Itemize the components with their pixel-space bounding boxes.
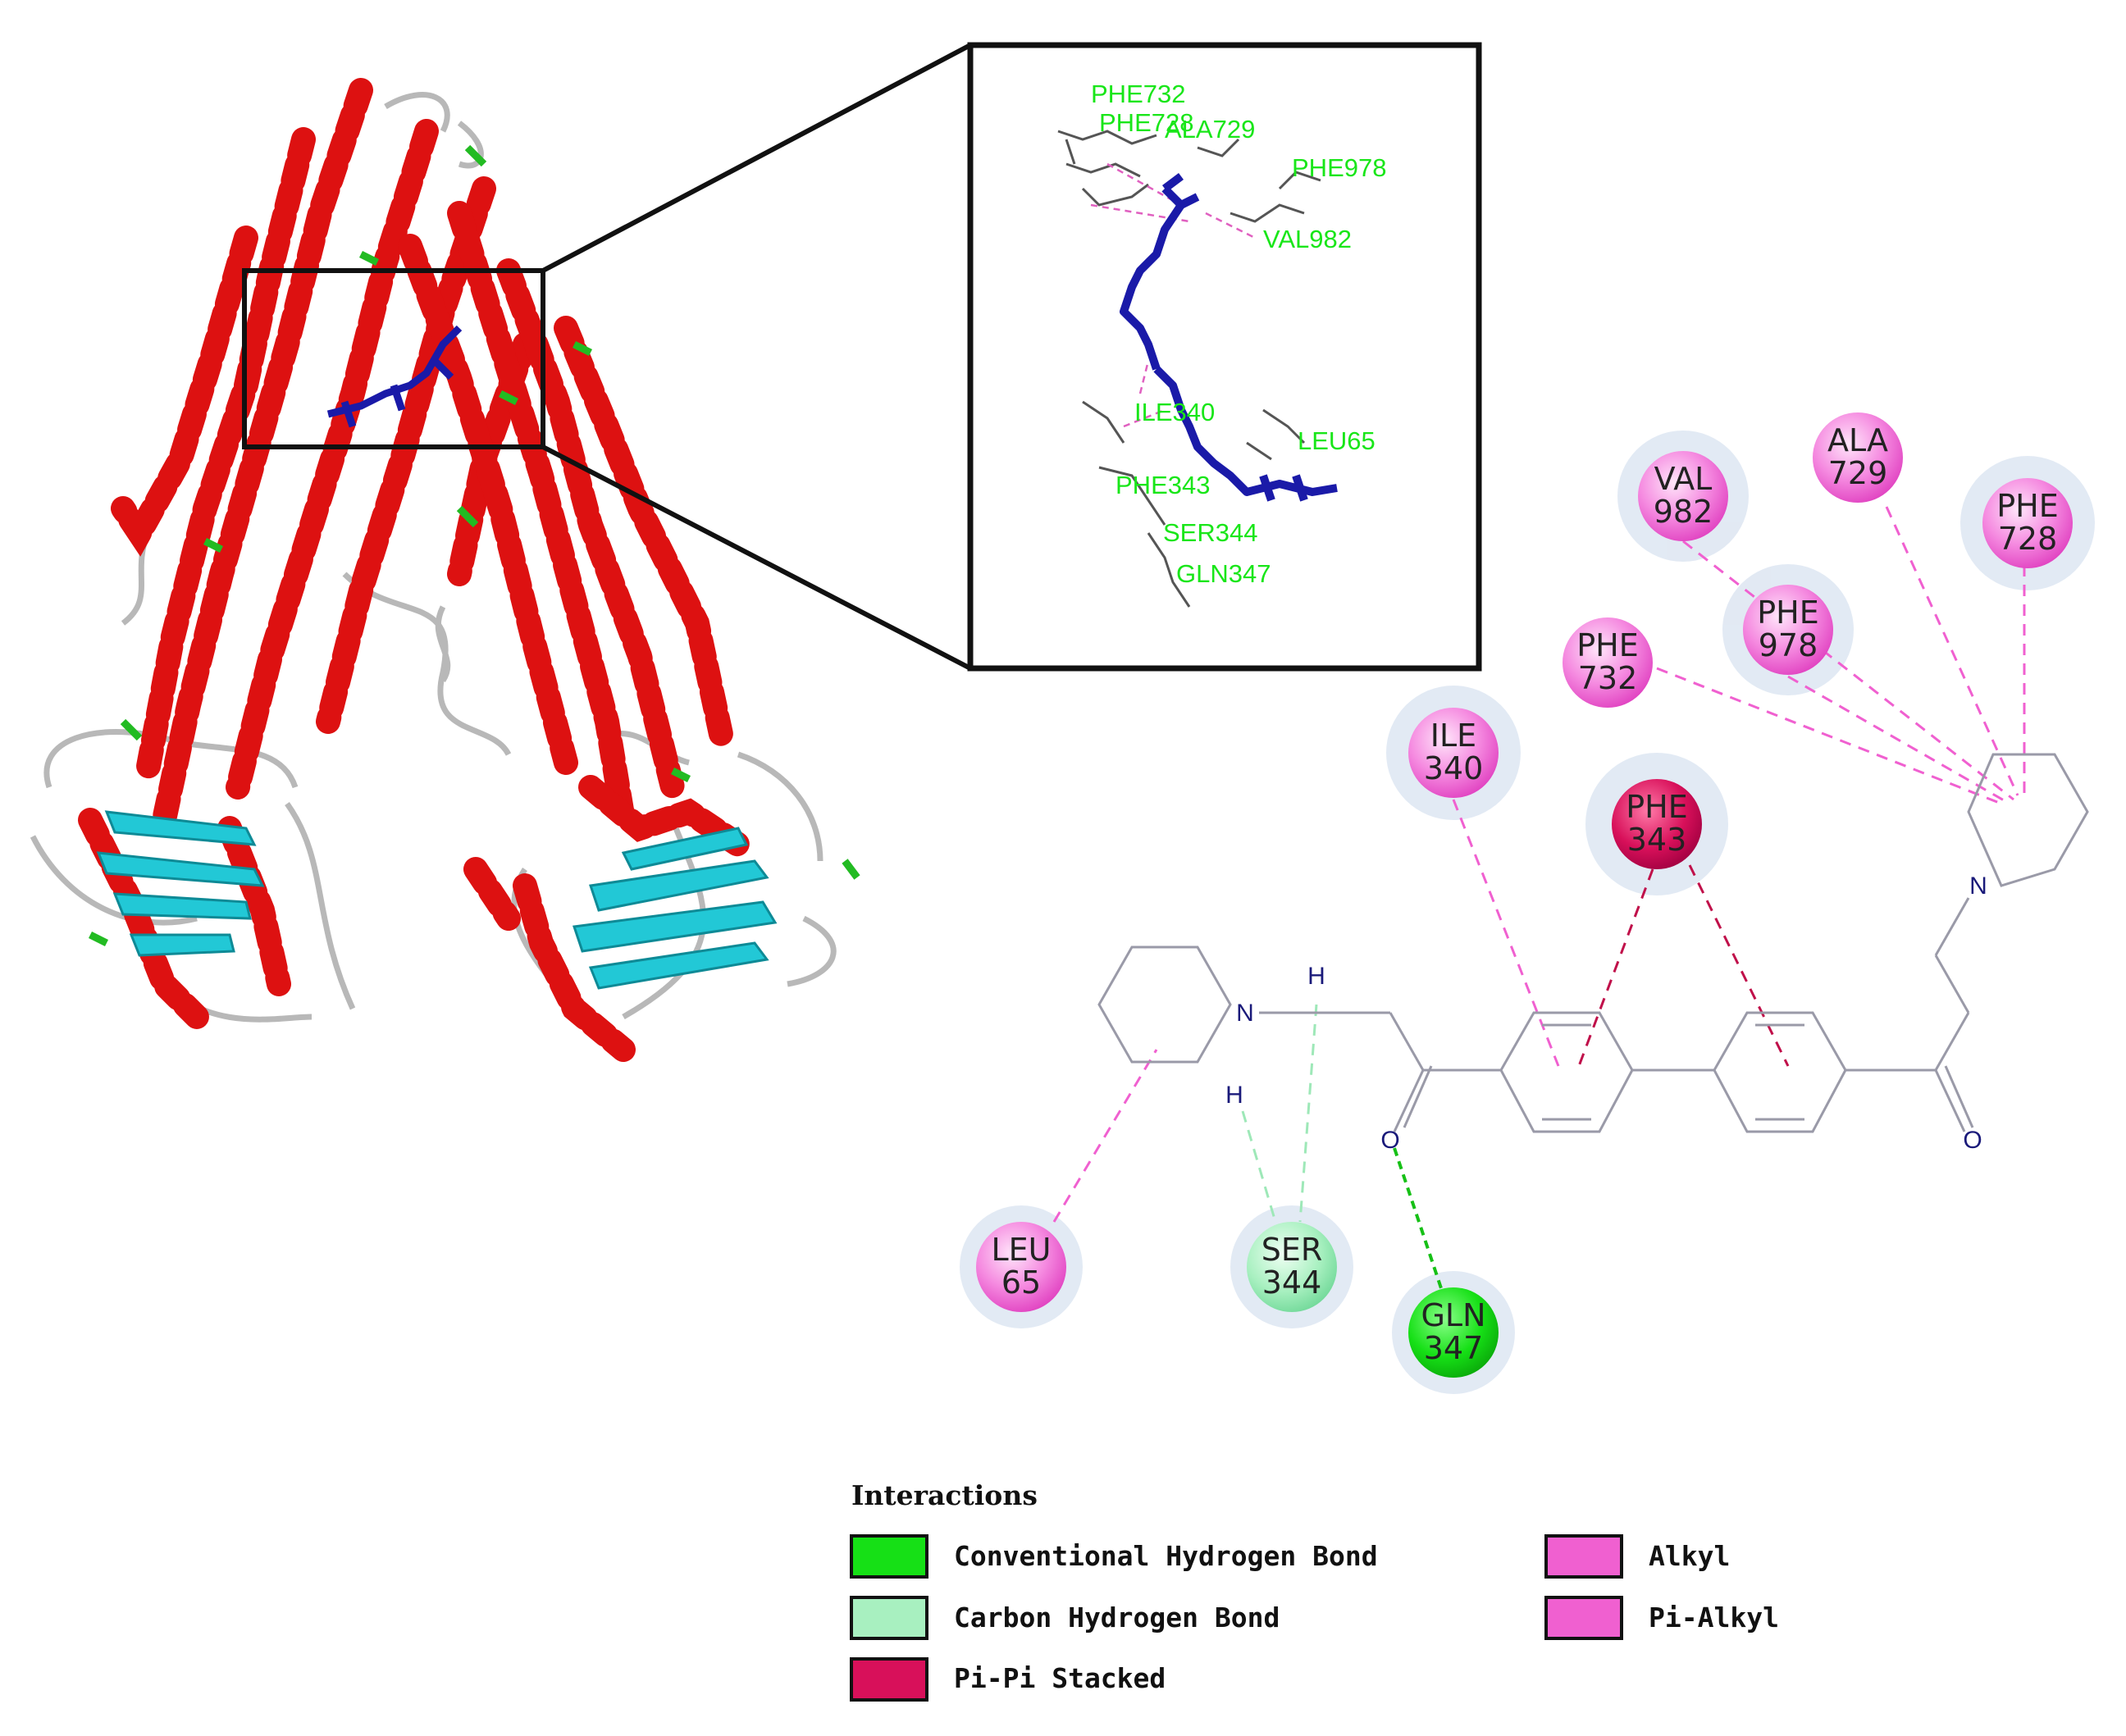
zoom-connector-lines <box>541 43 972 671</box>
inset-ligand <box>1120 173 1338 502</box>
inset-label-ile340: ILE340 <box>1134 398 1215 426</box>
residue-leu65: LEU 65 <box>976 1222 1066 1312</box>
inset-label-val982: VAL982 <box>1263 225 1352 253</box>
legend-swatch-pi-pi-stacked <box>850 1657 928 1702</box>
atom-h-upper: H <box>1307 963 1325 990</box>
svg-text:978: 978 <box>1759 627 1818 663</box>
legend-label-pi-pi-stacked: Pi-Pi Stacked <box>954 1662 1166 1694</box>
svg-text:343: 343 <box>1627 822 1687 858</box>
svg-text:344: 344 <box>1262 1264 1322 1301</box>
legend-label-conventional-hydrogen-bond: Conventional Hydrogen Bond <box>954 1540 1378 1572</box>
protein-sheets-right <box>573 827 778 990</box>
protein-sheets-left <box>96 810 265 957</box>
protein-structure <box>30 78 860 1062</box>
svg-text:PHE: PHE <box>1757 595 1819 631</box>
residue-phe728: PHE 728 <box>1982 478 2073 568</box>
inset-label-phe978: PHE978 <box>1292 153 1386 182</box>
ligand-in-pocket <box>326 325 463 428</box>
inset-label-leu65: LEU65 <box>1298 426 1376 455</box>
svg-text:PHE: PHE <box>1626 789 1688 825</box>
svg-text:65: 65 <box>1001 1264 1041 1301</box>
residue-val982: VAL 982 <box>1638 451 1728 541</box>
conventional-hydrogen-bond-line <box>1393 1147 1445 1296</box>
residue-phe732: PHE 732 <box>1563 617 1653 708</box>
svg-text:340: 340 <box>1424 750 1484 786</box>
svg-text:PHE: PHE <box>1996 488 2059 524</box>
residue-phe343: PHE 343 <box>1612 779 1702 869</box>
residue-phe978: PHE 978 <box>1743 585 1833 675</box>
atom-o-left: O <box>1380 1127 1399 1154</box>
legend-label-pi-alkyl: Pi-Alkyl <box>1649 1602 1779 1633</box>
legend-swatch-alkyl <box>1544 1534 1623 1579</box>
svg-text:VAL: VAL <box>1654 461 1713 497</box>
legend-label-carbon-hydrogen-bond: Carbon Hydrogen Bond <box>954 1602 1280 1633</box>
ligand-skeleton <box>1097 753 2089 1133</box>
inset-label-ala729: ALA729 <box>1165 115 1255 144</box>
svg-text:982: 982 <box>1654 494 1713 530</box>
residue-ser344: SER 344 <box>1247 1222 1337 1312</box>
svg-text:729: 729 <box>1828 455 1888 491</box>
svg-text:ILE: ILE <box>1430 718 1476 754</box>
inset-label-ser344: SER344 <box>1163 518 1257 547</box>
legend-title: Interactions <box>851 1479 1038 1511</box>
legend-swatch-carbon-hydrogen-bond <box>850 1596 928 1640</box>
svg-text:LEU: LEU <box>992 1232 1052 1268</box>
atom-o-right: O <box>1963 1127 1982 1154</box>
binding-pocket-inset: PHE732 PHE728 ALA729 PHE978 VAL982 ILE34… <box>967 42 1482 672</box>
legend-swatch-conventional-hydrogen-bond <box>850 1534 928 1579</box>
residue-ala729: ALA 729 <box>1813 412 1903 503</box>
legend-label-alkyl: Alkyl <box>1649 1540 1730 1572</box>
svg-text:SER: SER <box>1261 1232 1323 1268</box>
residue-gln347: GLN 347 <box>1408 1287 1499 1378</box>
svg-text:728: 728 <box>1998 521 2058 557</box>
atom-n-right: N <box>1969 873 1987 900</box>
pi-pi-stacked-lines <box>1577 864 1790 1067</box>
protein-turns <box>88 144 860 947</box>
alkyl-interaction-lines <box>1052 506 2026 1223</box>
svg-text:ALA: ALA <box>1827 422 1888 458</box>
svg-text:347: 347 <box>1424 1330 1484 1366</box>
legend-swatch-pi-alkyl <box>1544 1596 1623 1640</box>
residue-ile340: ILE 340 <box>1408 708 1499 798</box>
inset-label-phe732: PHE732 <box>1091 80 1185 108</box>
atom-n-left: N <box>1236 1000 1254 1027</box>
interaction-diagram-2d: N H H O O N VAL 982 ALA 729 PHE 728 PHE … <box>960 412 2095 1394</box>
svg-text:GLN: GLN <box>1421 1297 1485 1333</box>
inset-label-phe728: PHE728 <box>1099 108 1193 137</box>
svg-text:PHE: PHE <box>1576 627 1639 663</box>
inset-label-gln347: GLN347 <box>1176 559 1271 588</box>
inset-label-phe343: PHE343 <box>1115 471 1210 499</box>
atom-h-lower: H <box>1225 1082 1243 1109</box>
inset-residue-sticks <box>1057 130 1321 608</box>
pocket-highlight-box <box>242 268 545 449</box>
interactions-legend: Interactions Conventional Hydrogen Bond … <box>850 1479 1779 1702</box>
svg-text:732: 732 <box>1578 660 1638 696</box>
carbon-hydrogen-bond-lines <box>1241 1004 1318 1223</box>
